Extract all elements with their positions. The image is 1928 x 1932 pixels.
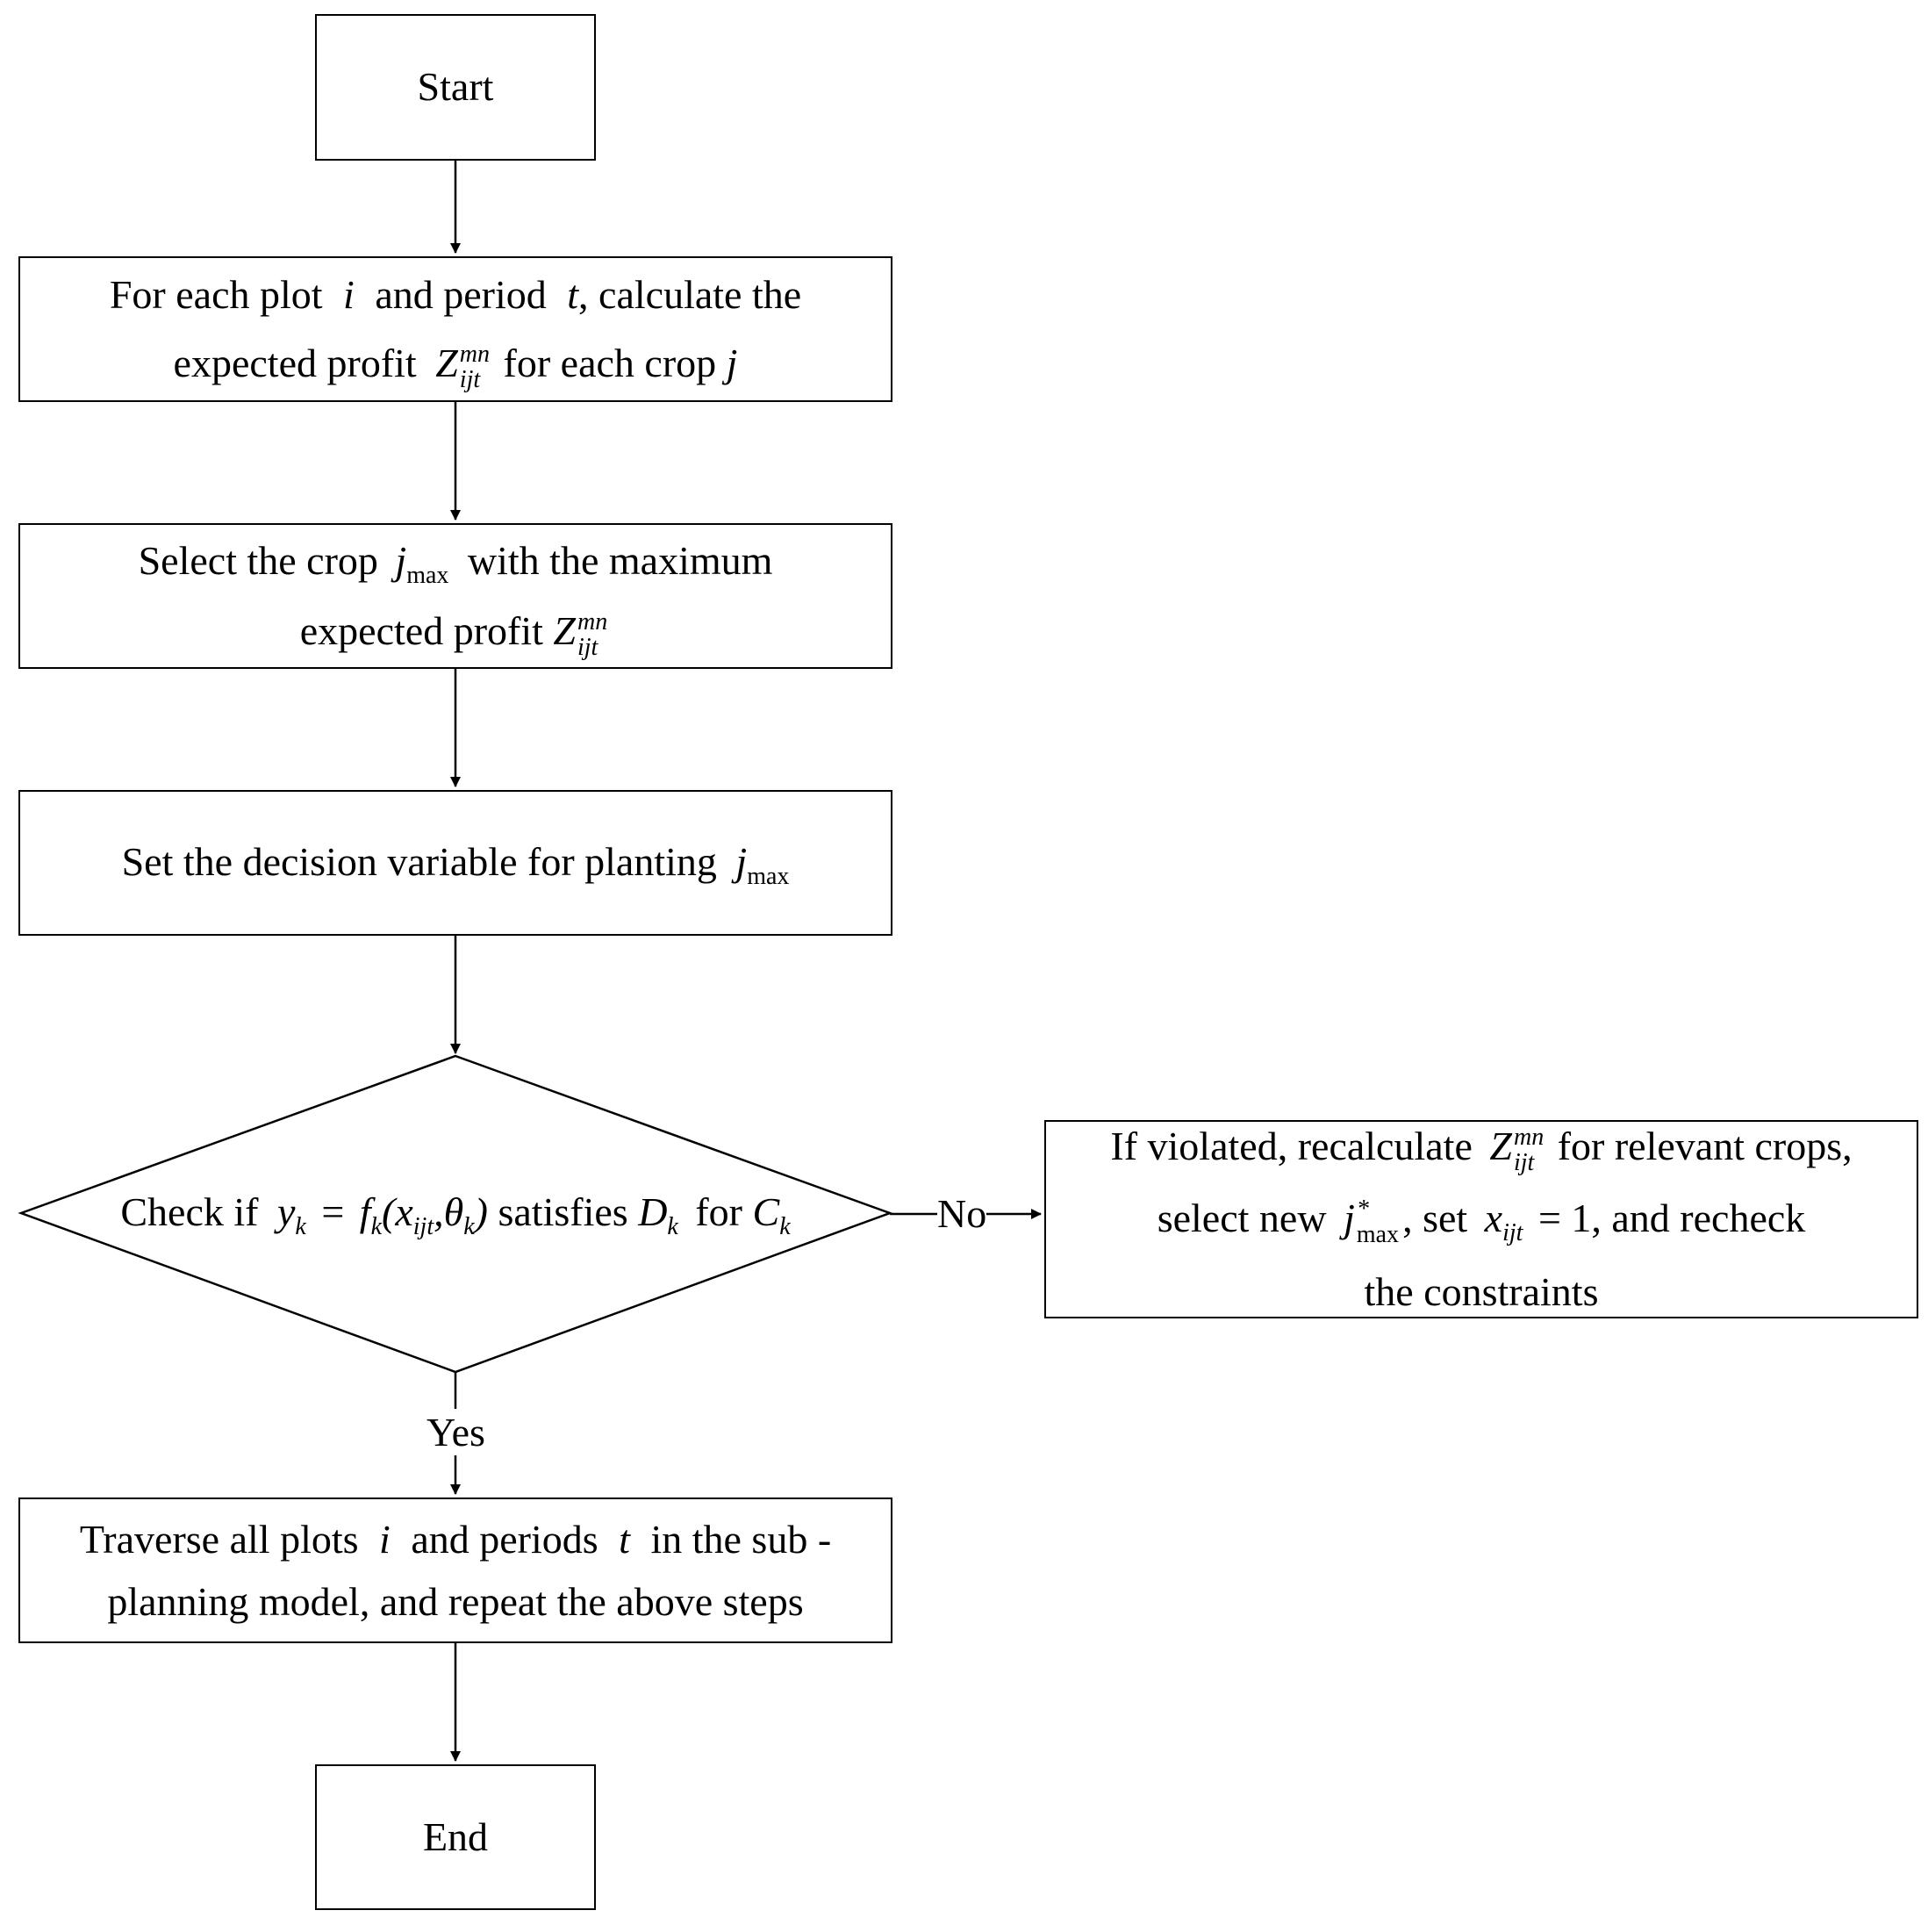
step2-text-a: Select the crop	[138, 538, 378, 584]
traverse-text-a: Traverse all plots	[79, 1516, 359, 1562]
violation-text-c: select new	[1157, 1196, 1327, 1241]
step1-text-e: for each crop	[503, 341, 717, 385]
profit-subscript: ijt	[459, 365, 481, 393]
traverse-text-c: in the sub -	[650, 1516, 832, 1562]
profit-subscript: ijt	[577, 633, 598, 661]
f-symbol: f	[359, 1189, 371, 1235]
d-symbol: D	[638, 1189, 668, 1235]
f-subscript: k	[370, 1213, 383, 1241]
end-node: End	[315, 1764, 596, 1910]
theta-subscript: k	[463, 1213, 475, 1241]
no-edge-label: No	[937, 1190, 987, 1237]
crop-variable: j	[735, 839, 748, 885]
max-subscript: max	[747, 863, 790, 891]
equals-sign: =	[321, 1189, 345, 1235]
yes-edge-label: Yes	[426, 1409, 485, 1455]
violation-text-d: , set	[1402, 1196, 1468, 1241]
step2-text-c: expected profit	[299, 607, 543, 653]
traverse-step: Traverse all plots i and periods t in th…	[18, 1497, 892, 1643]
check-text: Check if	[120, 1189, 259, 1235]
for-text: for	[695, 1189, 742, 1235]
x-subscript: ijt	[1502, 1219, 1523, 1247]
crop-variable: j	[726, 341, 738, 385]
star-superscript: *	[1356, 1196, 1369, 1224]
plot-variable: i	[379, 1516, 391, 1562]
profit-subscript: ijt	[1513, 1148, 1535, 1176]
end-label: End	[422, 1813, 489, 1859]
x-subscript: ijt	[412, 1213, 434, 1241]
period-variable: t	[567, 271, 579, 317]
step2-text-b: with the maximum	[467, 538, 773, 584]
period-variable: t	[619, 1516, 630, 1562]
step3-text: Set the decision variable for planting	[121, 839, 717, 885]
violation-text-f: the constraints	[1364, 1268, 1599, 1314]
traverse-text-d: planning model, and repeat the above ste…	[107, 1579, 804, 1624]
calculate-profit-step: For each plot i and period t, calculate …	[18, 256, 892, 402]
theta-symbol: θ	[443, 1189, 464, 1235]
max-subscript: max	[1356, 1221, 1400, 1249]
max-subscript: max	[406, 562, 449, 589]
satisfies-text: satisfies	[498, 1189, 628, 1235]
violation-text-b: for relevant crops,	[1557, 1123, 1853, 1168]
y-symbol: y	[276, 1189, 296, 1235]
step1-text-c: , calculate the	[578, 271, 802, 317]
profit-symbol: Z	[1489, 1123, 1512, 1168]
start-label: Start	[417, 64, 494, 110]
profit-superscript: mn	[577, 607, 608, 636]
select-max-crop-step: Select the crop jmax with the maximum ex…	[18, 523, 892, 669]
profit-superscript: mn	[459, 340, 491, 368]
d-subscript: k	[667, 1213, 678, 1241]
profit-superscript: mn	[1513, 1123, 1545, 1151]
plot-variable: i	[343, 271, 355, 317]
c-symbol: C	[752, 1189, 780, 1235]
y-subscript: k	[295, 1213, 306, 1241]
violation-text-a: If violated, recalculate	[1110, 1123, 1473, 1168]
profit-symbol: Z	[553, 607, 576, 653]
crop-variable: j	[395, 538, 407, 584]
c-subscript: k	[779, 1213, 791, 1241]
step1-text-a: For each plot	[109, 271, 323, 317]
step1-text-b: and period	[375, 271, 547, 317]
x-symbol: x	[395, 1189, 413, 1235]
set-decision-variable-step: Set the decision variable for planting j…	[18, 790, 892, 936]
start-node: Start	[315, 14, 596, 161]
step1-text-d: expected profit	[173, 341, 417, 385]
traverse-text-b: and periods	[411, 1516, 598, 1562]
x-symbol: x	[1484, 1196, 1503, 1241]
crop-variable: j	[1344, 1196, 1355, 1241]
decision-condition: Check if yk = fk(xijt,θk) satisfies Dk f…	[120, 1189, 791, 1241]
violation-text-e: = 1, and recheck	[1537, 1196, 1806, 1241]
profit-symbol: Z	[435, 341, 458, 385]
